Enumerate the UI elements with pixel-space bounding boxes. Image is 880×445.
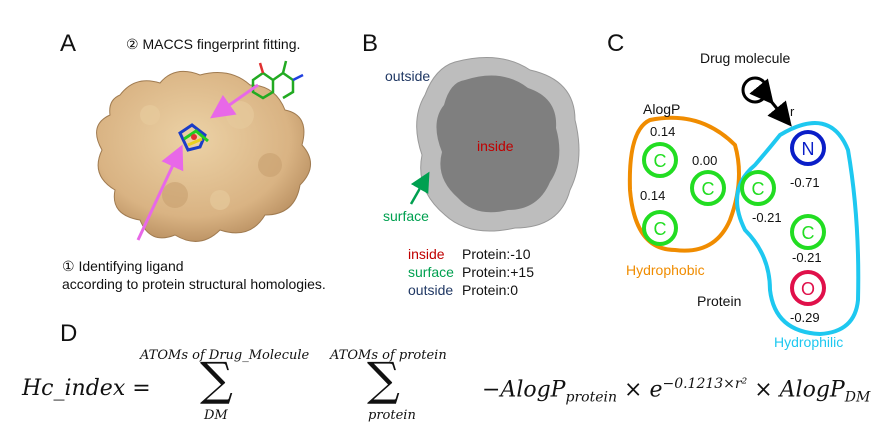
legend-outside-region: outside: [408, 282, 454, 298]
distance-arrow: [749, 78, 792, 127]
formula-term1: −AlogPprotein × e−0.1213×r² × AlogPDM: [482, 376, 870, 406]
sum2-lower-limit: protein: [368, 408, 416, 423]
exp-power: −0.1213×r²: [662, 376, 748, 392]
legend-surface-value: Protein:+15: [462, 264, 534, 280]
inside-region-label: inside: [477, 138, 514, 154]
panel-a-arrows: [136, 83, 259, 241]
sum1-upper-limit: ATOMs of Drug_Molecule: [140, 348, 310, 363]
legend-inside-region: inside: [408, 246, 445, 262]
legend-inside-value: Protein:-10: [462, 246, 531, 262]
atom-o-value: -0.29: [790, 310, 820, 325]
identifying-arrow: [136, 144, 184, 241]
svg-text:C: C: [802, 223, 815, 243]
atom-c4: C: [740, 170, 776, 206]
atom-n-value: -0.71: [790, 175, 820, 190]
fitting-arrow: [210, 83, 259, 119]
times-sign: ×: [624, 377, 643, 403]
bound-ligand: [178, 123, 209, 152]
svg-text:C: C: [752, 179, 765, 199]
panel-a-step1-line1: ① Identifying ligand: [62, 258, 184, 274]
term2-text: × AlogP: [754, 377, 845, 403]
fitted-ligand: [251, 60, 304, 100]
hydrophobic-region: [627, 115, 741, 253]
hydrophobic-label: Hydrophobic: [626, 262, 705, 278]
sum2-upper-limit: ATOMs of protein: [330, 348, 447, 363]
svg-text:C: C: [702, 179, 715, 199]
atom-c2: C: [690, 170, 726, 206]
sum1-sigma: ∑: [200, 352, 233, 406]
surface-arrow: [409, 171, 430, 205]
svg-text:N: N: [802, 139, 815, 159]
panel-a-letter: A: [60, 30, 77, 57]
atom-n: N: [790, 130, 826, 166]
atom-c1: C: [642, 142, 678, 178]
formula-lhs: Hc_index =: [22, 376, 151, 401]
atom-c5-value: -0.21: [792, 250, 822, 265]
drug-molecule-circle: [741, 76, 769, 104]
hydrophilic-label: Hydrophilic: [774, 334, 844, 350]
drug-molecule-label: Drug molecule: [700, 50, 791, 66]
panel-a-step2-label: ② MACCS fingerprint fitting.: [126, 36, 301, 52]
svg-text:O: O: [801, 279, 815, 299]
atom-o: O: [790, 270, 826, 306]
svg-text:C: C: [654, 219, 667, 239]
alogp-label: AlogP: [643, 101, 681, 117]
inside-core: [436, 75, 560, 213]
panel-d-letter: D: [60, 320, 78, 347]
legend-outside-value: Protein:0: [462, 282, 519, 298]
panel-a-step1-line2: according to protein structural homologi…: [62, 276, 326, 292]
term2-subscript: DM: [844, 389, 871, 406]
interaction-diagram: C C C N C C O: [627, 76, 861, 337]
atom-c5: C: [790, 214, 826, 250]
outside-region-label: outside: [385, 68, 431, 84]
atom-c3-value: 0.14: [640, 188, 666, 203]
r-label: r: [790, 104, 795, 119]
exp-base: e: [649, 377, 663, 403]
surface-region-label: surface: [383, 208, 429, 224]
protein-surface-illustration: [96, 70, 311, 242]
atom-c2-value: 0.00: [692, 153, 718, 168]
protein-label: Protein: [697, 293, 742, 309]
region-diagram: [416, 57, 580, 232]
atom-c4-value: -0.21: [752, 210, 782, 225]
legend-surface-region: surface: [408, 264, 454, 280]
atom-c3: C: [642, 210, 678, 246]
sum1-lower-limit: DM: [204, 408, 228, 423]
atom-c1-value: 0.14: [650, 124, 676, 139]
panel-c-letter: C: [607, 30, 625, 57]
svg-text:C: C: [654, 151, 667, 171]
panel-b-letter: B: [362, 30, 379, 57]
term1-subscript: protein: [565, 389, 618, 406]
term1-text: −AlogP: [482, 377, 566, 403]
sum2-sigma: ∑: [367, 352, 400, 406]
